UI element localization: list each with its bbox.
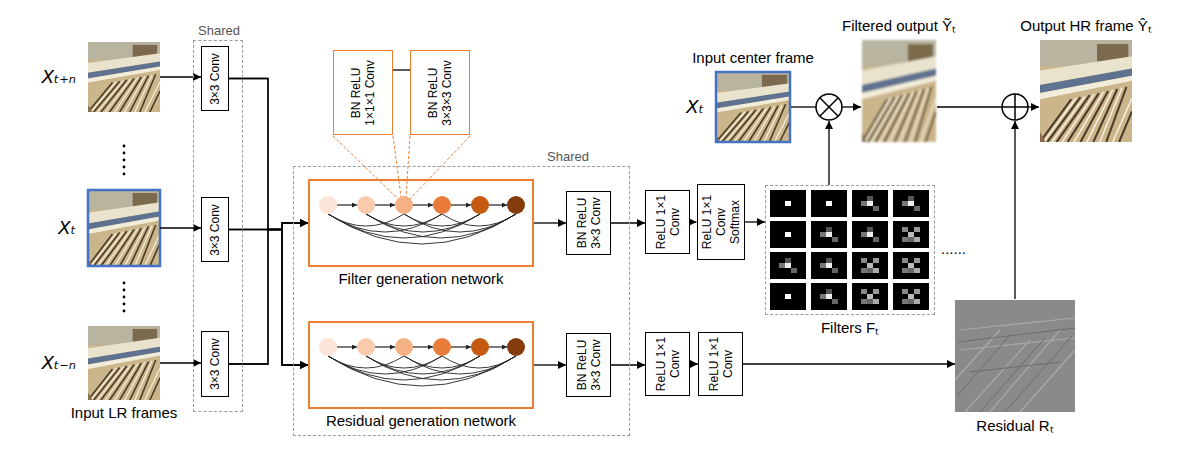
center-frame [716,72,790,142]
box-label: ReLU 1×1 Conv Softmax [700,188,742,256]
conv-box: ReLU 1×1 Conv [645,332,690,396]
arrow-connector [393,69,410,70]
arrow-connector [690,363,698,364]
arrow-connector [534,222,566,223]
arrow-connector [229,223,308,364]
box-label: BN ReLU 1×1×1 Conv [349,54,377,131]
box-label: ReLU 1×1 Conv [707,336,735,392]
network-box: Residual generation network [308,321,534,409]
arrow-connector [743,363,955,364]
callout-box: BN ReLU 1×1×1 Conv [333,50,393,135]
network-box: Filter generation network [308,179,534,267]
arrow-connector [534,364,566,365]
image-frame: Xₜ₋ₙ [88,326,160,400]
box-label: 3×3 Conv [208,201,222,258]
image-frame: Xₜ₊ₙ [88,42,160,112]
frame-dots [123,145,126,313]
dense-block [319,196,525,386]
conv-box: 3×3 Conv [201,46,229,111]
arrow-connector [229,230,308,366]
node-label: Output HR frame Ŷₜ [1020,17,1152,34]
dashed-group: SharedFilter generation networkBN ReLU 3… [293,166,630,436]
image-frame: Output HR frame Ŷₜ [1040,40,1132,142]
arrow-connector [160,227,201,228]
filtered-frame [862,40,936,142]
node-label: Shared [198,23,240,38]
conv-box: ReLU 1×1 Conv [698,332,743,396]
residual-image [955,300,1075,412]
arrow-connector [229,79,308,366]
arrow-connector [160,76,201,77]
box-label: BN ReLU 3×3 Conv [575,337,603,393]
conv-box: BN ReLU 3×3 Conv [566,191,611,255]
box-label: 3×3 Conv [208,50,222,107]
box-label: BN ReLU 3×3 Conv [575,195,603,251]
arrow-connector [160,362,201,363]
node-label: Residual generation network [326,412,516,429]
filter-bank: Filters Fₜ [765,185,935,315]
node-label: Filter generation network [338,270,503,287]
box-label: ReLU 1×1 Conv [654,336,682,392]
conv-box: 3×3 Conv [201,197,229,262]
image-frame: Input center frameXₜ [716,72,790,142]
callout-leader [333,136,470,199]
caption-label: Input LR frames [71,404,178,421]
dashed-group: Shared3×3 Conv3×3 Conv3×3 Conv [193,40,243,412]
node-label: Filtered output Ỹₜ [842,17,956,34]
node-label: Shared [547,149,589,164]
conv-box: BN ReLU 3×3 Conv [566,333,611,397]
arrow-connector [229,230,308,366]
combine-operators [816,94,1028,120]
callout-box: BN ReLU 3×3×3 Conv [410,50,470,135]
box-label: 3×3 Conv [208,335,222,393]
node-label: Residual Rₜ [976,417,1053,434]
input-frames [88,42,160,400]
image-frame: Residual Rₜ [955,300,1075,412]
arrow-connector [745,221,766,222]
node-label: Xₜ₋ₙ [42,352,76,374]
arrow-connector [611,364,645,365]
node-label: Xₜ [58,217,76,239]
box-label: ReLU 1×1 Conv [654,194,682,250]
ellipsis-label: ...... [941,240,966,257]
image-frame: Xₜ [88,190,160,266]
conv-box: ReLU 1×1 Conv [645,190,690,254]
box-label: BN ReLU 3×3×3 Conv [426,54,454,131]
arrow-connector [611,222,645,223]
node-label: Input center frame [692,49,814,66]
node-label: Xₜ [686,96,704,118]
conv-box: ReLU 1×1 Conv Softmax [697,184,745,260]
filter-kernels [770,190,929,310]
output-frame [1040,40,1132,142]
node-label: Xₜ₊ₙ [42,66,76,88]
node-label: Filters Fₜ [821,319,879,336]
conv-box: 3×3 Conv [201,331,229,397]
image-frame: Filtered output Ỹₜ [862,40,936,142]
flow-lines [791,107,1039,299]
